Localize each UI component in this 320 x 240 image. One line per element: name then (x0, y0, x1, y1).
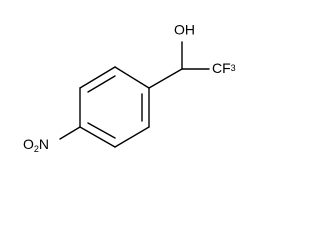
ring-bond-top-left (79, 66, 116, 89)
ring-double-bond-top-left (87, 75, 116, 93)
trifluoromethyl-main: CF (212, 60, 231, 76)
chemical-structure-diagram: OH CF3 O2N (23, 22, 236, 155)
ring-bond-bottom-right (114, 126, 150, 148)
ring-to-carbinol-bond (148, 68, 183, 89)
nitro-nitrogen: N (39, 136, 49, 152)
hydroxyl-label: OH (174, 22, 195, 38)
ring-double-bond-bottom-left (87, 122, 116, 139)
ring-bond-top-right (114, 66, 150, 89)
nitro-oxygen-subscript: 2 (34, 144, 39, 154)
ring-bond-bottom-left (79, 126, 116, 148)
trifluoromethyl-label: CF3 (212, 60, 236, 76)
ring-to-nitro-bond (59, 126, 81, 140)
trifluoromethyl-subscript: 3 (231, 63, 236, 73)
nitro-oxygen: O (23, 136, 34, 152)
nitro-group-label: O2N (23, 136, 49, 155)
